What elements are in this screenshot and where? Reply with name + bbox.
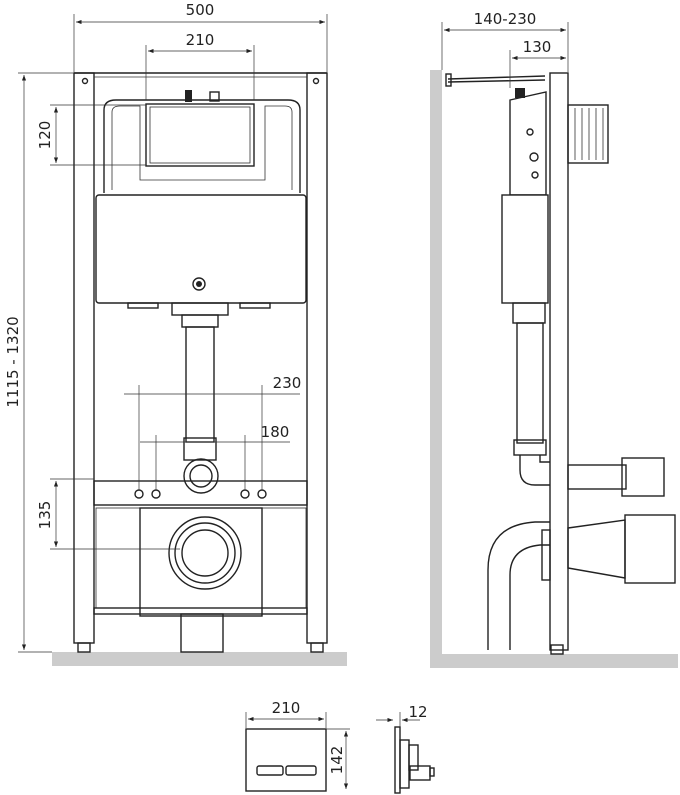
- dim-plate-width: 210: [272, 699, 301, 717]
- button-opening: [145, 103, 255, 167]
- flush-button-large: [285, 765, 317, 776]
- dim-depth: 130: [523, 38, 552, 56]
- dim-plate-height: 142: [328, 746, 346, 775]
- flush-button-small: [256, 765, 284, 776]
- wall: [430, 70, 442, 668]
- drain-elbow: [487, 521, 550, 650]
- frame-post-side: [549, 72, 569, 651]
- dim-button-width: 210: [186, 31, 215, 49]
- cistern-side: [509, 91, 547, 196]
- flush-plate-front: 210 142: [245, 699, 350, 792]
- logo-icon: [192, 277, 206, 291]
- flush-pipe: [185, 326, 215, 443]
- front-view: 500 210 120 1115 - 1320 230 180 135: [4, 1, 347, 666]
- floor: [430, 654, 678, 668]
- dim-width: 500: [186, 1, 215, 19]
- frame-right-post: [306, 72, 328, 644]
- crossbar: [93, 480, 308, 506]
- cistern-body: [95, 194, 307, 304]
- flush-pipe-side: [516, 322, 544, 444]
- cistern-top: [103, 99, 301, 193]
- dim-height-range: 1115 - 1320: [4, 316, 22, 407]
- side-view: 140-230 130: [430, 10, 678, 668]
- drain-outlet: [168, 516, 242, 590]
- frame-left-post: [73, 72, 95, 644]
- floor: [52, 652, 347, 666]
- button-housing: [567, 104, 609, 164]
- dim-bolt-inner: 180: [261, 423, 290, 441]
- dim-drain-height: 135: [36, 501, 54, 530]
- dim-button-height: 120: [36, 121, 54, 150]
- valve-icon: [185, 90, 192, 102]
- dim-bolt-outer: 230: [273, 374, 302, 392]
- flush-plate-side: 12: [376, 703, 435, 794]
- drain-connector: [624, 514, 676, 584]
- supply-connector: [621, 457, 665, 497]
- dim-plate-thickness: 12: [408, 703, 427, 721]
- pipe-connection: [183, 458, 219, 494]
- dim-depth-range: 140-230: [474, 10, 537, 28]
- flush-plate: [245, 728, 327, 792]
